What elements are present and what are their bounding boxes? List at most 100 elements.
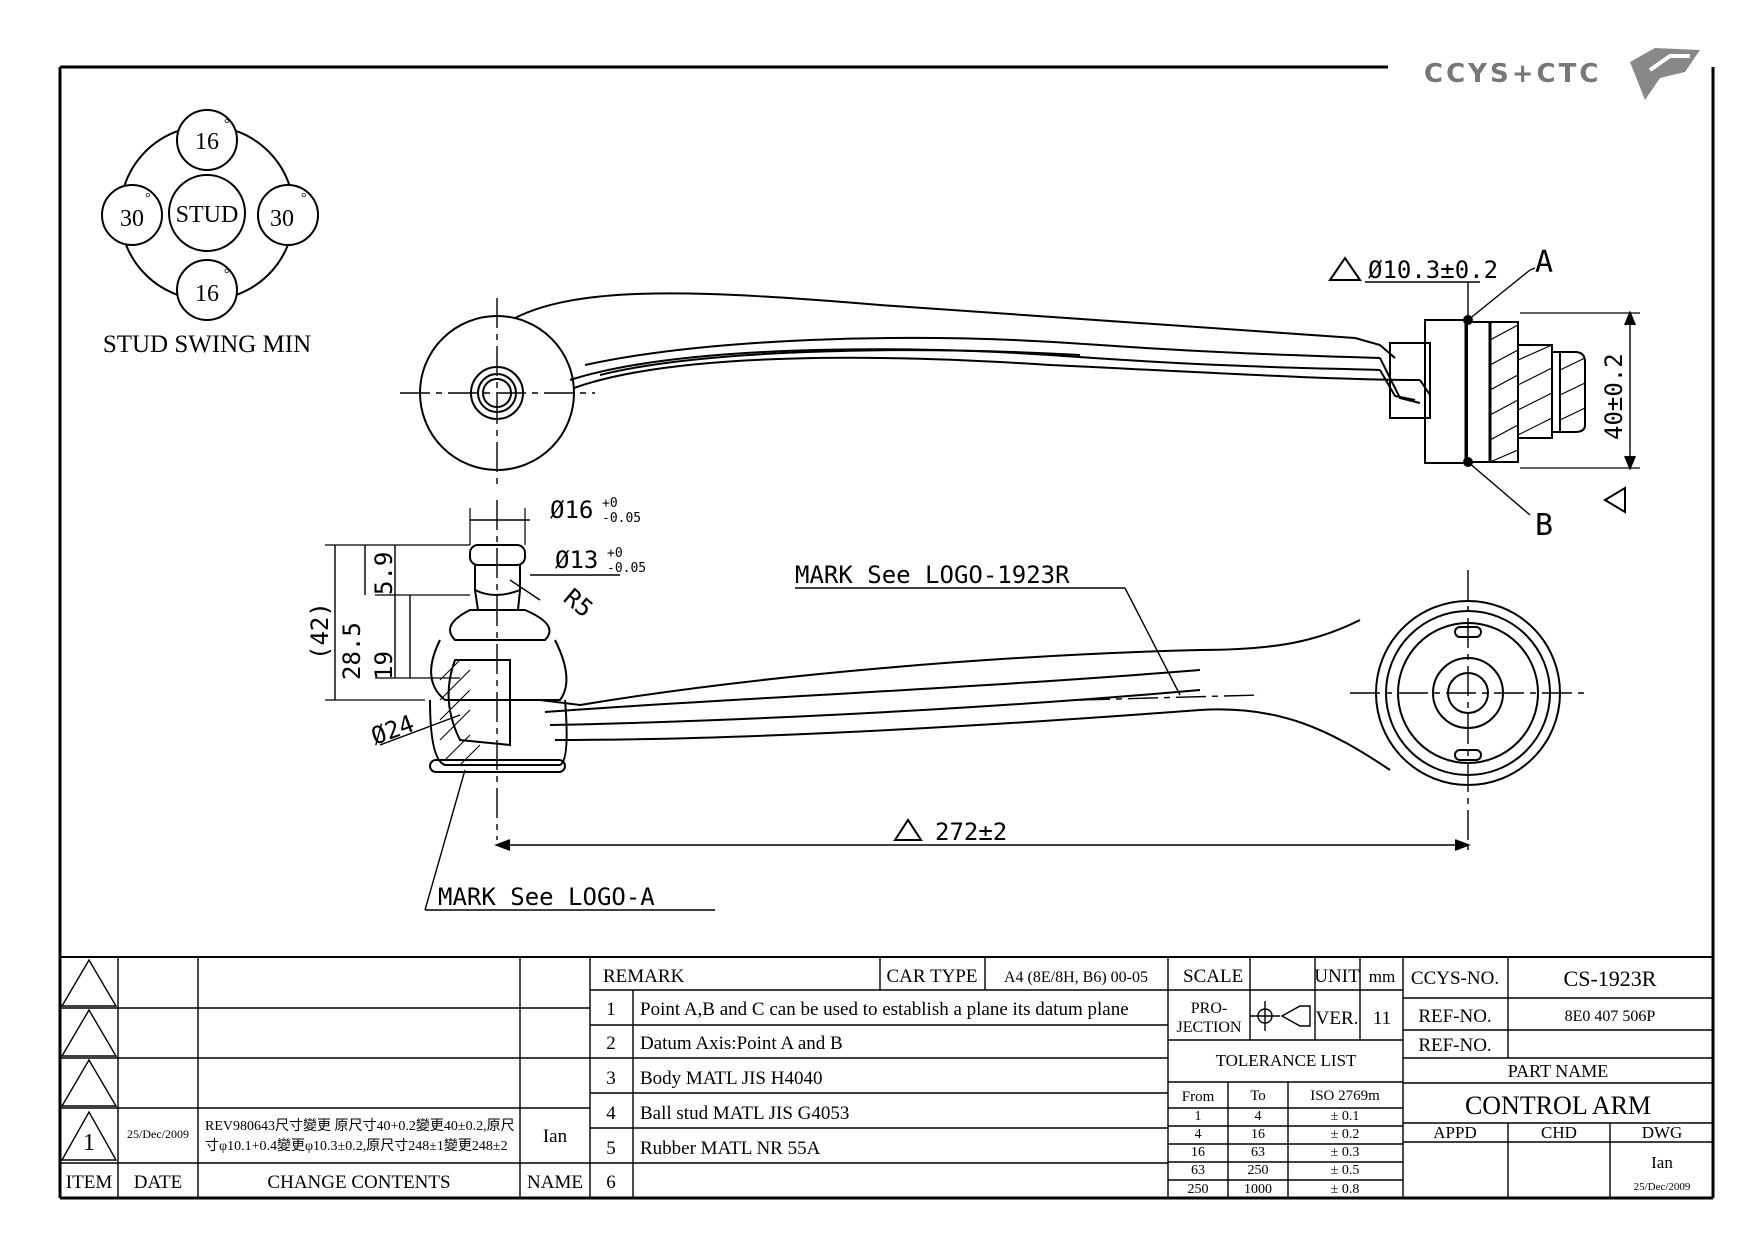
dim-width-40: 40±0.2 <box>1600 353 1628 440</box>
remark-no-1: 1 <box>606 999 616 1020</box>
tol-to-2: 16 <box>1251 1127 1265 1142</box>
mark-logo-a: MARK See LOGO-A <box>438 883 655 911</box>
dim-r5: R5 <box>558 583 598 623</box>
dim-d16-upper: +0 <box>602 496 618 511</box>
part-name-label: PART NAME <box>1508 1061 1608 1081</box>
swing-bottom-circle <box>176 259 238 321</box>
title-block-grid <box>60 956 1713 1198</box>
tol-to-3: 63 <box>1251 1145 1265 1160</box>
rev-item-1: 1 <box>83 1130 95 1156</box>
dwg-date: 25/Dec/2009 <box>1634 1181 1691 1193</box>
remark-header: REMARK <box>603 966 685 987</box>
swing-caption: STUD SWING MIN <box>103 331 311 358</box>
dwg-by: Ian <box>1651 1153 1673 1172</box>
swing-left-circle <box>101 184 163 246</box>
chd-label: CHD <box>1541 1123 1577 1142</box>
tol-val-4: ± 0.5 <box>1331 1163 1360 1178</box>
unit-label: UNIT <box>1314 966 1360 987</box>
tol-from-1: 1 <box>1195 1109 1202 1124</box>
swing-right-circle <box>257 184 319 246</box>
deg-left: ° <box>145 191 151 206</box>
remark-text-1: Point A,B and C can be used to establish… <box>640 999 1129 1020</box>
appd-label: APPD <box>1433 1123 1476 1142</box>
ref-label-1: REF-NO. <box>1418 1006 1491 1027</box>
tol-to-4: 250 <box>1248 1163 1269 1178</box>
rev-header-name: NAME <box>527 1172 583 1193</box>
front-view <box>325 500 1590 911</box>
deg-top: ° <box>224 117 230 132</box>
dim-d24: Ø24 <box>367 709 417 750</box>
rev-content-1a: REV980643尺寸變更 原尺寸40+0.2變更40±0.2,原尺 <box>205 1118 515 1134</box>
swing-right-value: 30 <box>270 206 294 232</box>
dim-h19: 19 <box>370 651 398 680</box>
tol-from-5: 250 <box>1188 1182 1209 1197</box>
swing-top-circle <box>176 109 238 171</box>
point-b-label: B <box>1535 508 1553 543</box>
car-type-label: CAR TYPE <box>887 966 978 987</box>
remark-no-5: 5 <box>606 1138 616 1159</box>
tol-from-4: 63 <box>1191 1163 1205 1178</box>
swing-bottom-value: 16 <box>195 281 219 307</box>
dim-h42: (42) <box>306 602 334 660</box>
rev-date-1: 25/Dec/2009 <box>127 1127 189 1141</box>
dim-h5-9: 5.9 <box>370 552 398 595</box>
ver-value: 11 <box>1373 1008 1391 1029</box>
swing-center-label: STUD <box>176 202 239 228</box>
rev-header-date: DATE <box>134 1172 183 1193</box>
tol-header-from: From <box>1182 1089 1215 1105</box>
deg-bottom: ° <box>224 267 230 282</box>
dim-length: 272±2 <box>935 818 1007 846</box>
remark-no-4: 4 <box>606 1103 616 1124</box>
ref-label-2: REF-NO. <box>1418 1035 1491 1056</box>
rev-header-content: CHANGE CONTENTS <box>267 1172 450 1193</box>
swing-top-value: 16 <box>195 129 219 155</box>
company-logo: CCYS+CTC <box>1424 48 1700 100</box>
ver-label: VER. <box>1316 1008 1359 1029</box>
rev-name-1: Ian <box>543 1126 568 1147</box>
tol-from-3: 16 <box>1191 1145 1205 1160</box>
ref-value-1: 8E0 407 506P <box>1565 1008 1656 1025</box>
scale-label: SCALE <box>1183 966 1243 987</box>
unit-value: mm <box>1369 967 1395 986</box>
tolerance-title: TOLERANCE LIST <box>1216 1051 1357 1070</box>
ball-housing-flange <box>1465 321 1519 463</box>
dwg-label: DWG <box>1642 1123 1683 1142</box>
dim-ball-diameter: Ø10.3±0.2 <box>1368 256 1498 284</box>
dim-d13-lower: -0.05 <box>607 561 646 576</box>
ccys-value: CS-1923R <box>1564 966 1657 991</box>
dim-d13-upper: +0 <box>607 546 623 561</box>
swing-center-circle <box>168 174 246 252</box>
tol-val-5: ± 0.8 <box>1331 1182 1360 1197</box>
swing-left-value: 30 <box>120 206 144 232</box>
tol-val-2: ± 0.2 <box>1331 1127 1360 1142</box>
tol-to-1: 4 <box>1255 1109 1262 1124</box>
logo-mark-icon <box>1630 48 1700 100</box>
tol-val-1: ± 0.1 <box>1331 1109 1360 1124</box>
projection-label-1: PRO- <box>1191 1000 1227 1017</box>
dim-d16-lower: -0.05 <box>602 511 641 526</box>
projection-label-2: JECTION <box>1177 1019 1242 1036</box>
remark-text-5: Rubber MATL NR 55A <box>640 1138 821 1159</box>
rev-header-item: ITEM <box>66 1172 113 1193</box>
tol-header-iso: ISO 2769m <box>1310 1088 1380 1104</box>
tol-to-5: 1000 <box>1244 1182 1272 1197</box>
mark-logo-1923r: MARK See LOGO-1923R <box>795 561 1070 589</box>
rev-content-1b: 寸φ10.1+0.4變更φ10.3±0.2,原尺寸248±1變更248±2 <box>205 1138 508 1154</box>
deg-right: ° <box>301 191 307 206</box>
car-type-value: A4 (8E/8H, B6) 00-05 <box>1004 969 1148 986</box>
top-view <box>400 256 1640 516</box>
remark-text-3: Body MATL JIS H4040 <box>640 1068 822 1089</box>
tol-header-to: To <box>1250 1088 1266 1104</box>
part-name: CONTROL ARM <box>1465 1091 1651 1120</box>
remark-no-3: 3 <box>606 1068 616 1089</box>
remark-text-4: Ball stud MATL JIS G4053 <box>640 1103 849 1124</box>
tol-val-3: ± 0.3 <box>1331 1145 1360 1160</box>
logo-text: CCYS+CTC <box>1424 59 1601 89</box>
ccys-label: CCYS-NO. <box>1411 968 1499 989</box>
remark-text-2: Datum Axis:Point A and B <box>640 1033 843 1054</box>
drawing-frame <box>58 65 1715 1200</box>
dim-h28-5: 28.5 <box>338 622 366 680</box>
remark-no-6: 6 <box>606 1172 616 1193</box>
dim-d13: Ø13 <box>555 546 598 574</box>
